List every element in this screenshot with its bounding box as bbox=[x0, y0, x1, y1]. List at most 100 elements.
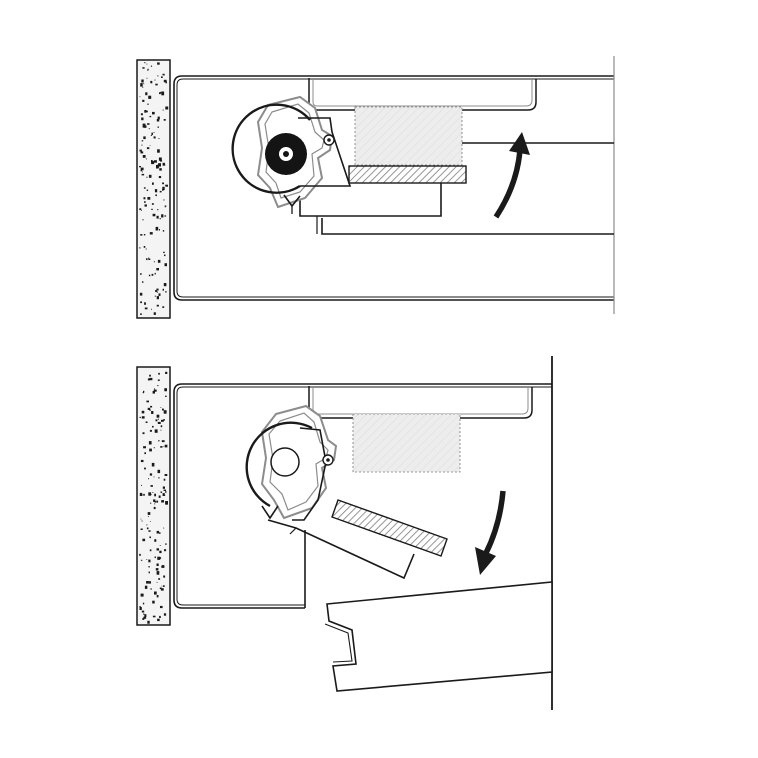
wall-speckle bbox=[140, 234, 143, 236]
wall-speckle bbox=[148, 174, 152, 178]
wall-speckle bbox=[157, 62, 160, 65]
wall-speckle bbox=[139, 208, 142, 211]
wall-speckle bbox=[157, 164, 159, 166]
wall-speckle bbox=[162, 162, 165, 166]
wall-speckle bbox=[158, 372, 160, 375]
wall-speckle bbox=[141, 416, 145, 419]
wall-speckle bbox=[143, 613, 145, 615]
wall-speckle bbox=[145, 421, 148, 423]
wall-speckle bbox=[158, 495, 161, 498]
wall-speckle bbox=[140, 273, 142, 275]
wall-speckle bbox=[142, 99, 145, 102]
wall-speckle bbox=[165, 291, 167, 293]
wall-speckle bbox=[164, 444, 168, 448]
wall-speckle bbox=[157, 618, 160, 622]
wall-speckle bbox=[159, 545, 161, 546]
wall-speckle bbox=[140, 113, 143, 116]
wall-speckle bbox=[156, 548, 159, 551]
wall-speckle bbox=[139, 607, 142, 610]
wall-speckle bbox=[162, 109, 164, 111]
wall-speckle bbox=[161, 565, 165, 568]
wall-speckle bbox=[158, 229, 160, 231]
wall-speckle bbox=[144, 204, 147, 207]
wall-speckle bbox=[163, 489, 166, 491]
wall-speckles bbox=[139, 62, 169, 315]
upper-rail bbox=[308, 78, 537, 111]
wall-speckle bbox=[151, 160, 153, 162]
wall-speckle bbox=[156, 304, 159, 307]
wall-speckle bbox=[141, 484, 142, 486]
wall-speckle bbox=[150, 80, 153, 84]
wall-speckle bbox=[150, 588, 152, 590]
concrete-wall-icon bbox=[136, 59, 171, 319]
wall-speckle bbox=[156, 288, 159, 291]
wall-speckle bbox=[162, 493, 165, 496]
wall-speckle bbox=[155, 419, 158, 422]
wall-speckle bbox=[148, 257, 150, 259]
wall-speckle bbox=[140, 301, 142, 304]
wall-speckle bbox=[159, 218, 161, 220]
wall-speckle bbox=[157, 379, 160, 381]
wall-speckle bbox=[146, 63, 148, 65]
wall-speckle bbox=[156, 563, 159, 566]
wall-speckle bbox=[157, 75, 159, 77]
wall-speckle bbox=[156, 268, 159, 271]
wall-speckle bbox=[156, 530, 160, 534]
wall-speckle bbox=[148, 478, 150, 480]
wall-speckle bbox=[161, 440, 165, 443]
wall-speckle bbox=[141, 117, 144, 121]
wall-speckle bbox=[165, 81, 167, 84]
wall-speckle bbox=[156, 119, 160, 122]
wall-speckle bbox=[162, 182, 164, 185]
wall-speckle bbox=[142, 392, 144, 394]
wall-speckle bbox=[149, 521, 151, 522]
wall-speckle bbox=[152, 425, 154, 428]
wall-speckle bbox=[140, 518, 142, 520]
wall-speckle bbox=[162, 230, 165, 232]
wall-speckle bbox=[160, 91, 162, 94]
wall-speckle bbox=[160, 605, 163, 609]
wall-speckle bbox=[153, 136, 156, 139]
wall-speckle bbox=[165, 106, 169, 110]
wall-speckle bbox=[153, 132, 155, 133]
wall-speckle bbox=[141, 610, 145, 613]
wall-speckle bbox=[159, 532, 161, 534]
wall-speckle bbox=[165, 501, 168, 505]
wall-speckle bbox=[154, 503, 156, 505]
wall-speckle bbox=[151, 203, 154, 205]
wall-speckle bbox=[139, 416, 141, 418]
wall-speckle bbox=[159, 92, 161, 95]
wall-speckle bbox=[154, 189, 158, 193]
wall-speckle bbox=[148, 581, 151, 584]
wall-speckle bbox=[149, 494, 152, 495]
wall-speckle bbox=[161, 214, 164, 218]
wall-speckle bbox=[141, 410, 145, 414]
wall-speckle bbox=[139, 492, 143, 496]
wall-speckle bbox=[140, 313, 142, 315]
wall-speckle bbox=[156, 291, 158, 293]
wall-speckle bbox=[155, 83, 158, 86]
wall-speckle bbox=[164, 254, 166, 257]
wall-speckle bbox=[159, 557, 162, 559]
wall-speckle bbox=[149, 473, 153, 476]
wall-speckle bbox=[158, 440, 160, 442]
wall-speckle bbox=[151, 132, 153, 135]
wall-speckle bbox=[140, 169, 143, 172]
wall-speckle bbox=[143, 197, 146, 200]
wall-speckle bbox=[143, 246, 146, 248]
wall-speckle bbox=[144, 201, 146, 203]
wall-speckle bbox=[145, 158, 147, 160]
wall-speckle bbox=[149, 448, 152, 452]
wall-speckle bbox=[156, 414, 160, 418]
wall-speckle bbox=[163, 199, 165, 201]
wall-speckle bbox=[160, 425, 163, 428]
wall-speckle bbox=[156, 581, 158, 583]
wall-speckle bbox=[161, 585, 163, 587]
wall-speckle bbox=[140, 528, 143, 530]
wall-speckle bbox=[162, 306, 165, 308]
wall-speckle bbox=[151, 273, 154, 276]
wall-speckle bbox=[154, 272, 156, 275]
wall-speckle bbox=[144, 452, 146, 455]
wall-speckle bbox=[161, 76, 163, 78]
